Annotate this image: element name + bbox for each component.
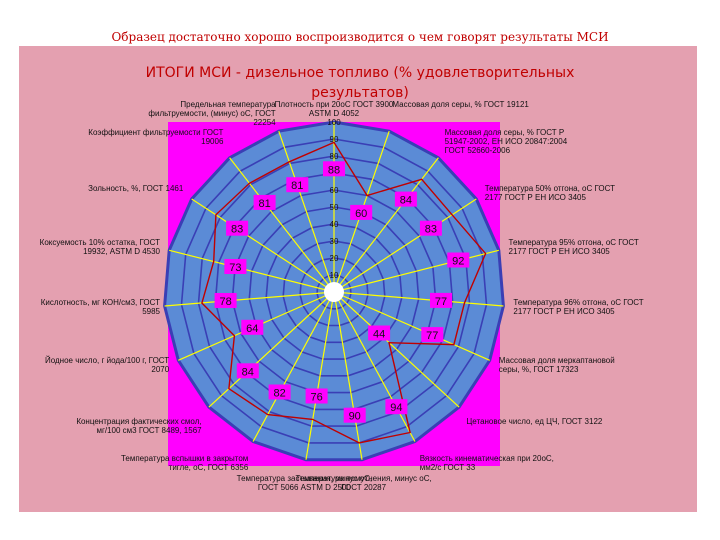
- value-label-box: [421, 327, 444, 343]
- radar-spokes: [164, 122, 504, 460]
- radar-series: [201, 141, 487, 444]
- center-hub: [324, 282, 344, 302]
- value-label-box: [394, 191, 417, 207]
- radial-tick-label: 10: [330, 271, 339, 280]
- radial-tick-label: 20: [330, 254, 339, 263]
- radial-tick-label: 40: [330, 220, 339, 229]
- axis-spoke: [333, 291, 363, 460]
- axis-spoke: [278, 131, 335, 293]
- grid-ring: [299, 257, 369, 327]
- value-labels: 88 60 84 83 92 77 77 44 94 90 76 82 84 64 78 73 83 81 81: [214, 161, 470, 423]
- value-label-box: [447, 252, 470, 268]
- value-label: 77: [435, 296, 447, 308]
- value-label-box: [305, 388, 328, 404]
- value-label: 44: [373, 329, 385, 341]
- radial-tick-label: 30: [330, 237, 339, 246]
- value-label-box: [430, 292, 452, 308]
- radial-tick-label: 80: [330, 152, 339, 161]
- axis-spoke: [333, 291, 416, 442]
- value-label-box: [268, 384, 291, 400]
- value-label: 60: [355, 208, 367, 220]
- value-label-box: [368, 325, 391, 341]
- value-label: 84: [400, 195, 412, 207]
- value-label-box: [226, 220, 249, 236]
- axis-spoke: [333, 249, 499, 293]
- axis-spoke: [164, 291, 335, 307]
- series-line: [201, 141, 487, 444]
- axis-spoke: [229, 157, 335, 293]
- value-label-box: [224, 259, 247, 274]
- axis-spoke: [333, 291, 504, 307]
- axis-spoke: [208, 291, 335, 408]
- value-label: 88: [328, 164, 340, 176]
- axis-spoke: [252, 291, 335, 442]
- chart-title: ИТОГИ МСИ - дизельное топливо (% удовлет…: [120, 63, 600, 103]
- value-label: 77: [426, 330, 438, 342]
- axis-spoke: [333, 291, 460, 408]
- grid-ring: [316, 274, 352, 310]
- value-label-box: [343, 407, 366, 423]
- grid-ring: [282, 240, 386, 344]
- radial-tick-label: 100: [327, 118, 341, 127]
- radial-tick-label: 90: [330, 135, 339, 144]
- value-label: 84: [242, 366, 254, 378]
- value-label-box: [253, 194, 276, 210]
- value-label-box: [419, 220, 442, 236]
- value-label: 90: [349, 411, 361, 423]
- value-label-box: [323, 161, 345, 177]
- value-label: 76: [310, 392, 322, 404]
- radial-tick-label: 60: [330, 186, 339, 195]
- value-label: 81: [291, 180, 303, 192]
- value-label: 82: [273, 388, 285, 400]
- slide-heading: Образец достаточно хорошо воспроизводитс…: [111, 30, 609, 44]
- value-label-box: [241, 319, 264, 335]
- value-label-box: [236, 363, 259, 379]
- grid-ring: [248, 206, 420, 377]
- value-label: 94: [390, 402, 402, 414]
- value-label: 83: [231, 224, 243, 236]
- grid-ring: [231, 189, 437, 394]
- grid-ring: [180, 138, 488, 444]
- value-label-box: [214, 293, 237, 308]
- axis-spoke: [305, 291, 335, 460]
- value-label-box: [286, 177, 309, 193]
- grid-ring: [197, 155, 471, 427]
- value-label: 83: [425, 224, 437, 236]
- value-label-box: [385, 399, 408, 415]
- chart-title-line-2: результатов): [311, 85, 409, 101]
- value-label: 92: [452, 256, 464, 268]
- value-label: 73: [229, 262, 241, 274]
- grid-ring: [265, 223, 403, 360]
- value-label: 78: [219, 296, 231, 308]
- value-label-box: [350, 204, 373, 220]
- radial-tick-label: 50: [330, 203, 339, 212]
- value-label: 81: [258, 198, 270, 210]
- value-label: 64: [246, 323, 258, 335]
- chart-title-line-1: ИТОГИ МСИ - дизельное топливо (% удовлет…: [145, 65, 575, 81]
- axis-spoke: [333, 291, 490, 361]
- axis-spoke: [169, 249, 335, 293]
